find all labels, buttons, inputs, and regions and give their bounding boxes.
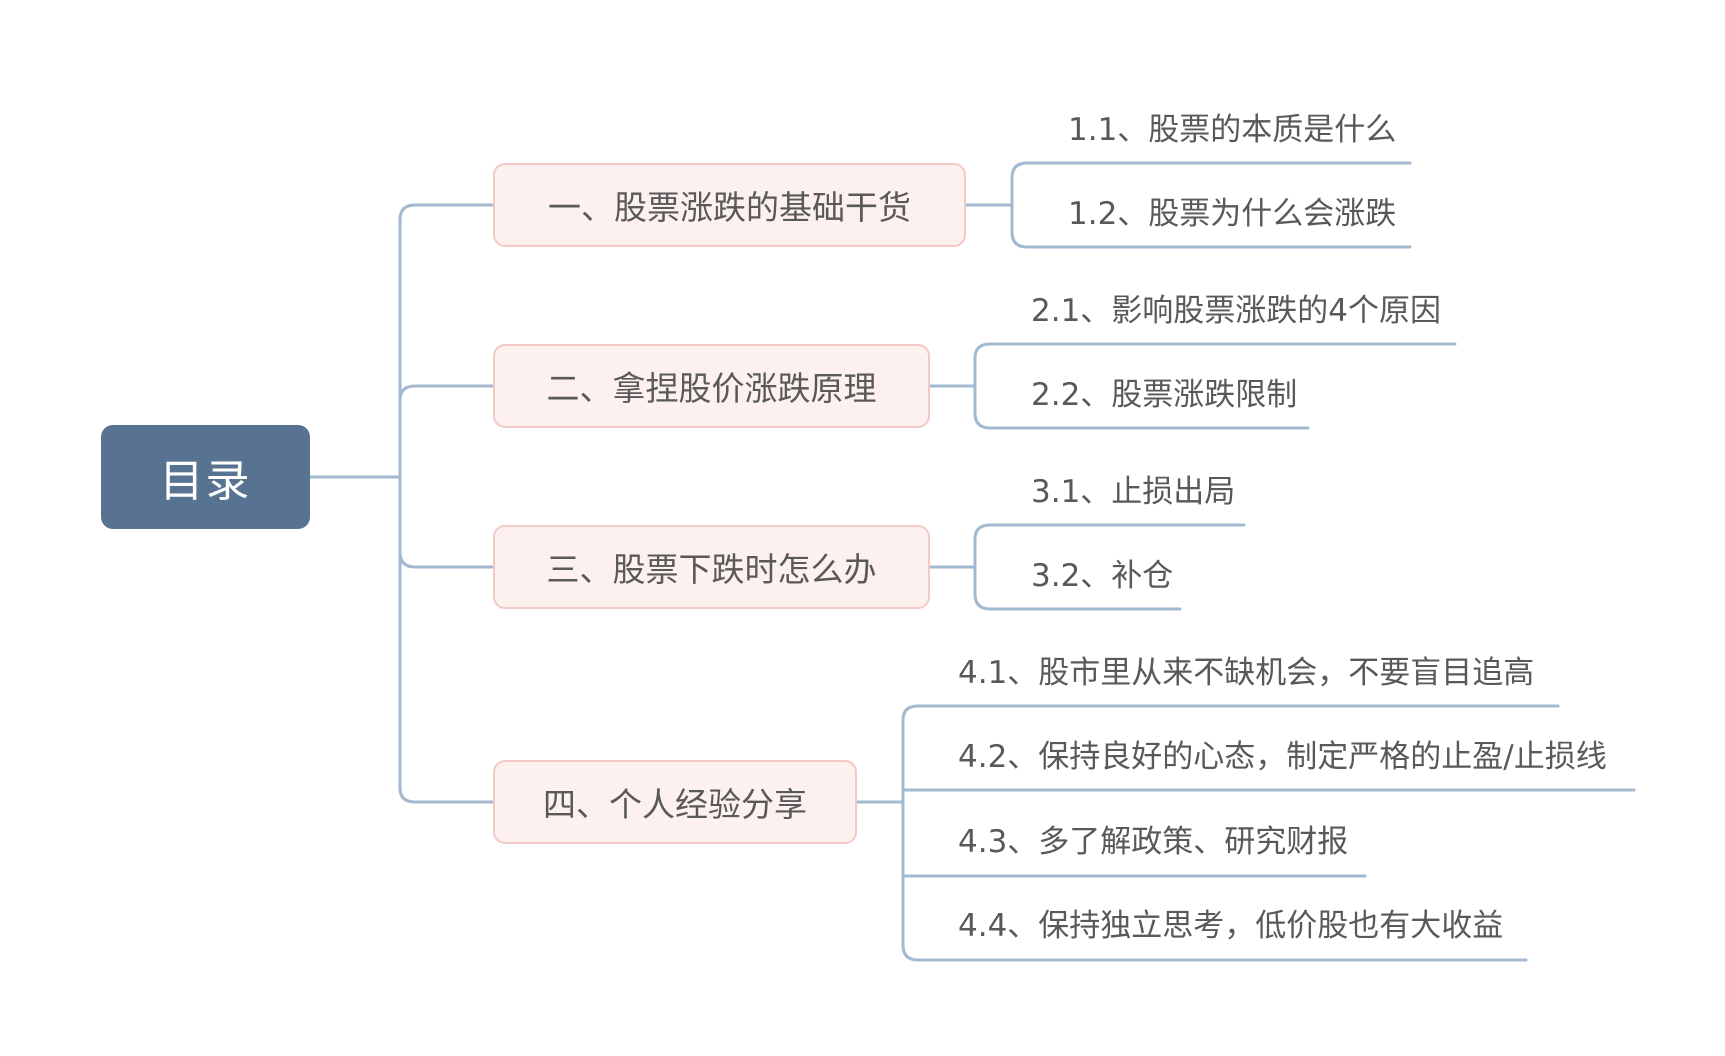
branch-node-3[interactable]: 三、股票下跌时怎么办: [493, 525, 930, 609]
connector-trunk-1: [398, 203, 495, 222]
leaf-4-1[interactable]: 4.1、股市里从来不缺机会，不要盲目追高: [958, 655, 1535, 691]
branch-node-2[interactable]: 二、拿捏股价涨跌原理: [493, 344, 930, 428]
leaf-3-1[interactable]: 3.1、止损出局: [1031, 474, 1236, 510]
connector-trunk-2: [398, 384, 495, 402]
branch-node-1[interactable]: 一、股票涨跌的基础干货: [493, 163, 966, 247]
leaf-4-2[interactable]: 4.2、保持良好的心态，制定严格的止盈/止损线: [958, 739, 1607, 775]
leaf-2-2[interactable]: 2.2、股票涨跌限制: [1031, 377, 1298, 413]
leaf-2-1[interactable]: 2.1、影响股票涨跌的4个原因: [1031, 293, 1442, 329]
connector-trunk-3: [398, 550, 495, 569]
leaf-1-1[interactable]: 1.1、股票的本质是什么: [1068, 112, 1397, 148]
connector-branch-2-bracket: [973, 342, 1457, 430]
leaf-4-4[interactable]: 4.4、保持独立思考，低价股也有大收益: [958, 908, 1504, 944]
leaf-4-3[interactable]: 4.3、多了解政策、研究财报: [958, 824, 1349, 860]
connector-branch-1-bracket: [1010, 161, 1412, 249]
root-node[interactable]: 目录: [101, 425, 310, 529]
leaf-3-2[interactable]: 3.2、补仓: [1031, 558, 1174, 594]
branch-node-4[interactable]: 四、个人经验分享: [493, 760, 857, 844]
leaf-1-2[interactable]: 1.2、股票为什么会涨跌: [1068, 196, 1397, 232]
connector-branch-3-bracket: [973, 523, 1246, 611]
connector-trunk-4: [398, 786, 495, 804]
